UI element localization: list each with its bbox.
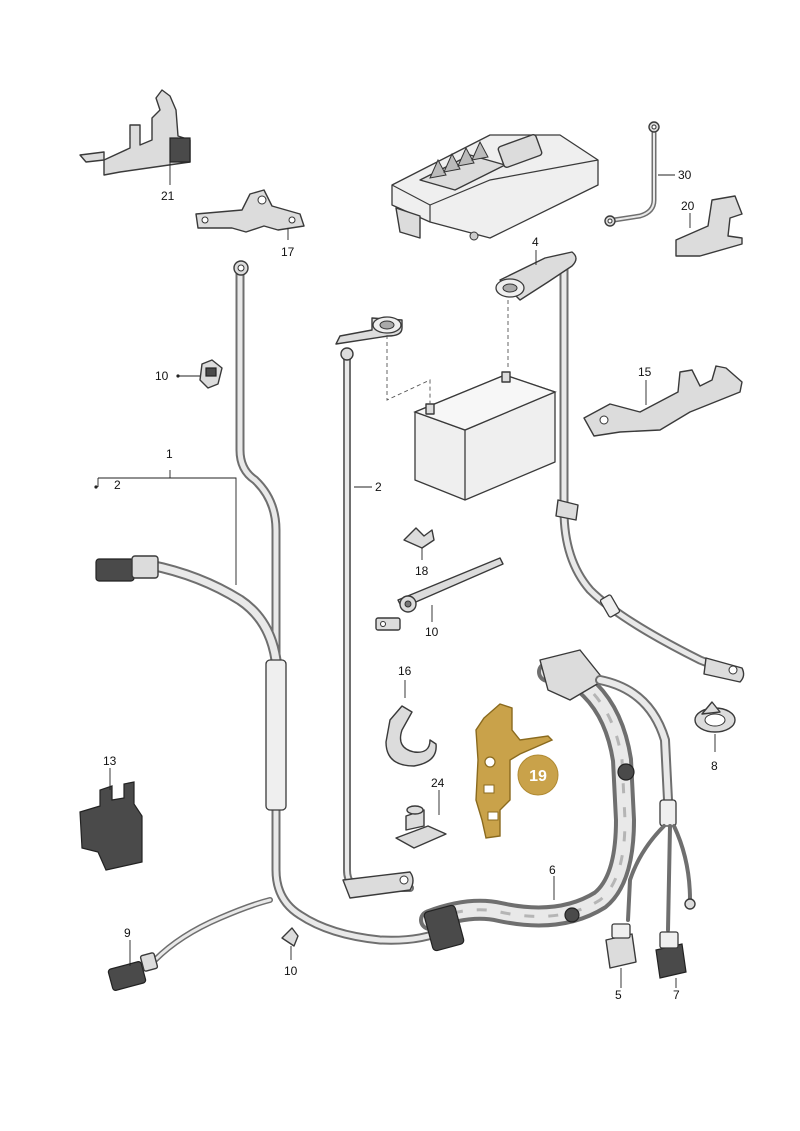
label-17: 17 (281, 245, 295, 259)
label-6: 6 (549, 863, 556, 877)
part-21-bracket: 21 (79, 89, 191, 203)
label-19: 19 (529, 768, 547, 785)
ground-strap: 4 (495, 235, 745, 683)
part-18-clip: 18 (403, 527, 435, 578)
part-10-clip-top: 10 (155, 359, 223, 389)
label-18: 18 (415, 564, 429, 578)
label-10-mid: 10 (425, 625, 439, 639)
part-10-cable-tie: 10 (375, 557, 504, 639)
part-8-ring: 8 (694, 701, 736, 773)
label-21: 21 (161, 189, 175, 203)
label-15: 15 (638, 365, 652, 379)
part-10-clip-bottom: 10 (281, 927, 299, 978)
label-24: 24 (431, 776, 445, 790)
part-24-stud: 24 (395, 776, 447, 849)
part-17-bracket: 17 (195, 189, 305, 259)
part-7-connector: 7 (655, 931, 687, 1002)
label-group-1-2: 1 2 (94, 447, 237, 585)
battery (386, 300, 557, 501)
part-5-connector: 5 (605, 923, 637, 1002)
label-30: 30 (678, 168, 692, 182)
label-13: 13 (103, 754, 117, 768)
label-8: 8 (711, 759, 718, 773)
label-20: 20 (681, 199, 695, 213)
label-2-right: 2 (375, 480, 382, 494)
main-wiring-harness (144, 260, 450, 963)
label-1: 1 (166, 447, 173, 461)
label-9: 9 (124, 926, 131, 940)
harness-connector (95, 555, 159, 582)
part-15-bracket: 15 (583, 365, 743, 437)
label-5: 5 (615, 988, 622, 1002)
part-30-cable: 30 (604, 121, 692, 227)
label-16: 16 (398, 664, 412, 678)
label-2-left: 2 (114, 478, 121, 492)
label-4: 4 (532, 235, 539, 249)
battery-positive-cable: 2 (335, 316, 414, 899)
part-16-clamp: 16 (385, 664, 437, 767)
part-20-bracket: 20 (675, 195, 743, 257)
label-10-top: 10 (155, 369, 169, 383)
part-13-bracket: 13 (79, 754, 143, 871)
control-unit (391, 133, 599, 241)
part-9-connector: 9 (107, 926, 159, 991)
label-10-bottom: 10 (284, 964, 298, 978)
part-6-heavy-harness: 6 (419, 649, 696, 952)
label-7: 7 (673, 988, 680, 1002)
part-19-badge[interactable] (517, 754, 559, 796)
part-19-highlighted-bracket[interactable]: 19 (475, 703, 559, 839)
